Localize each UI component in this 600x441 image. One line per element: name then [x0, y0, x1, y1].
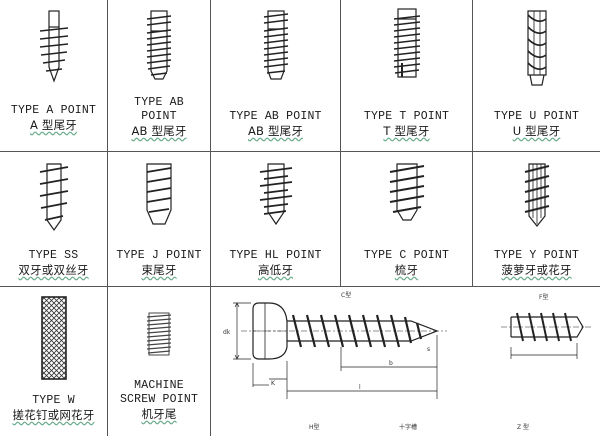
type-j-caption: TYPE J POINT 束尾牙 — [110, 249, 208, 277]
type-w-label: TYPE W — [32, 394, 75, 407]
cell-type-c: TYPE C POINT 梳牙 — [341, 152, 473, 287]
type-u-screw-image — [473, 4, 600, 90]
type-a-cn-label: A 型尾牙 — [29, 118, 78, 132]
type-u-cn-label: U 型尾牙 — [512, 124, 561, 138]
cell-type-u: TYPE U POINT U 型尾牙 — [473, 0, 600, 152]
k-label: K — [271, 380, 276, 387]
z-type-label: Z 型 — [517, 423, 529, 431]
type-ab-cn-label-1: AB 型尾牙 — [131, 124, 187, 138]
dk-label: dk — [223, 329, 231, 336]
type-t-screw-image — [341, 4, 472, 90]
type-hl-label: TYPE HL POINT — [229, 249, 322, 262]
type-ab-label-1: TYPE AB POINT — [134, 96, 184, 123]
type-u-caption: TYPE U POINT U 型尾牙 — [475, 110, 598, 138]
type-j-label: TYPE J POINT — [116, 249, 202, 262]
f-type-dimension — [510, 343, 578, 359]
type-ab-label-2: TYPE AB POINT — [229, 110, 322, 123]
type-w-cn-label: 搓花钉或网花牙 — [12, 408, 95, 422]
type-y-cn-label: 菠萝牙或花牙 — [501, 263, 572, 277]
cell-type-ss: TYPE SS 双牙或双丝牙 — [0, 152, 108, 287]
type-ab-screw-image-1 — [108, 4, 210, 90]
type-y-label: TYPE Y POINT — [493, 249, 580, 262]
cell-type-w: TYPE W 搓花钉或网花牙 — [0, 287, 108, 436]
length-dimension-lines — [252, 335, 438, 399]
cell-type-y: TYPE Y POINT 菠萝牙或花牙 — [473, 152, 600, 287]
cell-type-ab-2: TYPE AB POINT AB 型尾牙 — [211, 0, 341, 152]
type-ab-caption-2: TYPE AB POINT AB 型尾牙 — [213, 110, 338, 138]
l-label: l — [359, 384, 361, 391]
type-w-screw-image — [0, 293, 107, 383]
type-a-screw-image — [0, 4, 107, 90]
cell-type-t: TYPE T POINT T 型尾牙 — [341, 0, 473, 152]
f-type-screw-drawing — [501, 312, 591, 342]
type-ab-caption-1: TYPE AB POINT AB 型尾牙 — [110, 96, 208, 138]
dimension-drawing: C型 F型 dk — [211, 287, 600, 436]
type-ab-cn-label-2: AB 型尾牙 — [247, 124, 304, 138]
type-ab-screw-image-2 — [211, 4, 340, 90]
cell-type-hl: TYPE HL POINT 高低牙 — [211, 152, 341, 287]
type-a-label: TYPE A POINT — [10, 104, 97, 117]
type-c-cn-label: 梳牙 — [394, 263, 419, 277]
machine-screw-cn-label: 机牙尾 — [141, 407, 177, 421]
type-ss-label: TYPE SS — [28, 249, 79, 262]
cell-machine-screw: MACHINE SCREW POINT 机牙尾 — [108, 287, 211, 436]
c-type-title: C型 — [341, 291, 351, 299]
type-c-label: TYPE C POINT — [363, 249, 450, 262]
type-c-screw-image — [341, 156, 472, 236]
c-type-screw-drawing — [241, 302, 447, 360]
type-ss-screw-image — [0, 156, 107, 236]
machine-screw-label: MACHINE SCREW POINT — [119, 379, 199, 406]
cell-type-a: TYPE A POINT A 型尾牙 — [0, 0, 108, 152]
type-j-cn-label: 束尾牙 — [141, 263, 177, 277]
type-u-label: TYPE U POINT — [493, 110, 580, 123]
type-hl-cn-label: 高低牙 — [257, 263, 294, 277]
type-y-screw-image — [473, 156, 600, 236]
type-ss-cn-label: 双牙或双丝牙 — [18, 263, 89, 277]
type-a-caption: TYPE A POINT A 型尾牙 — [2, 104, 105, 132]
cell-type-ab-1: TYPE AB POINT AB 型尾牙 — [108, 0, 211, 152]
machine-screw-caption: MACHINE SCREW POINT 机牙尾 — [110, 379, 208, 421]
h-type-label: H型 — [309, 423, 320, 431]
cell-type-j: TYPE J POINT 束尾牙 — [108, 152, 211, 287]
type-hl-caption: TYPE HL POINT 高低牙 — [213, 249, 338, 277]
dk-dimension-line — [233, 302, 251, 360]
type-t-label: TYPE T POINT — [363, 110, 450, 123]
cross-slot-label: 十字槽 — [399, 423, 417, 431]
f-type-title: F型 — [539, 293, 548, 301]
type-c-caption: TYPE C POINT 梳牙 — [343, 249, 470, 277]
type-hl-screw-image — [211, 156, 340, 236]
machine-screw-image — [108, 295, 210, 375]
type-t-cn-label: T 型尾牙 — [383, 124, 430, 138]
b-label: b — [389, 360, 393, 367]
type-ss-caption: TYPE SS 双牙或双丝牙 — [2, 249, 105, 277]
type-y-caption: TYPE Y POINT 菠萝牙或花牙 — [475, 249, 598, 277]
type-t-caption: TYPE T POINT T 型尾牙 — [343, 110, 470, 138]
s-label: s — [427, 346, 430, 353]
type-w-caption: TYPE W 搓花钉或网花牙 — [2, 394, 105, 422]
type-j-screw-image — [108, 156, 210, 236]
